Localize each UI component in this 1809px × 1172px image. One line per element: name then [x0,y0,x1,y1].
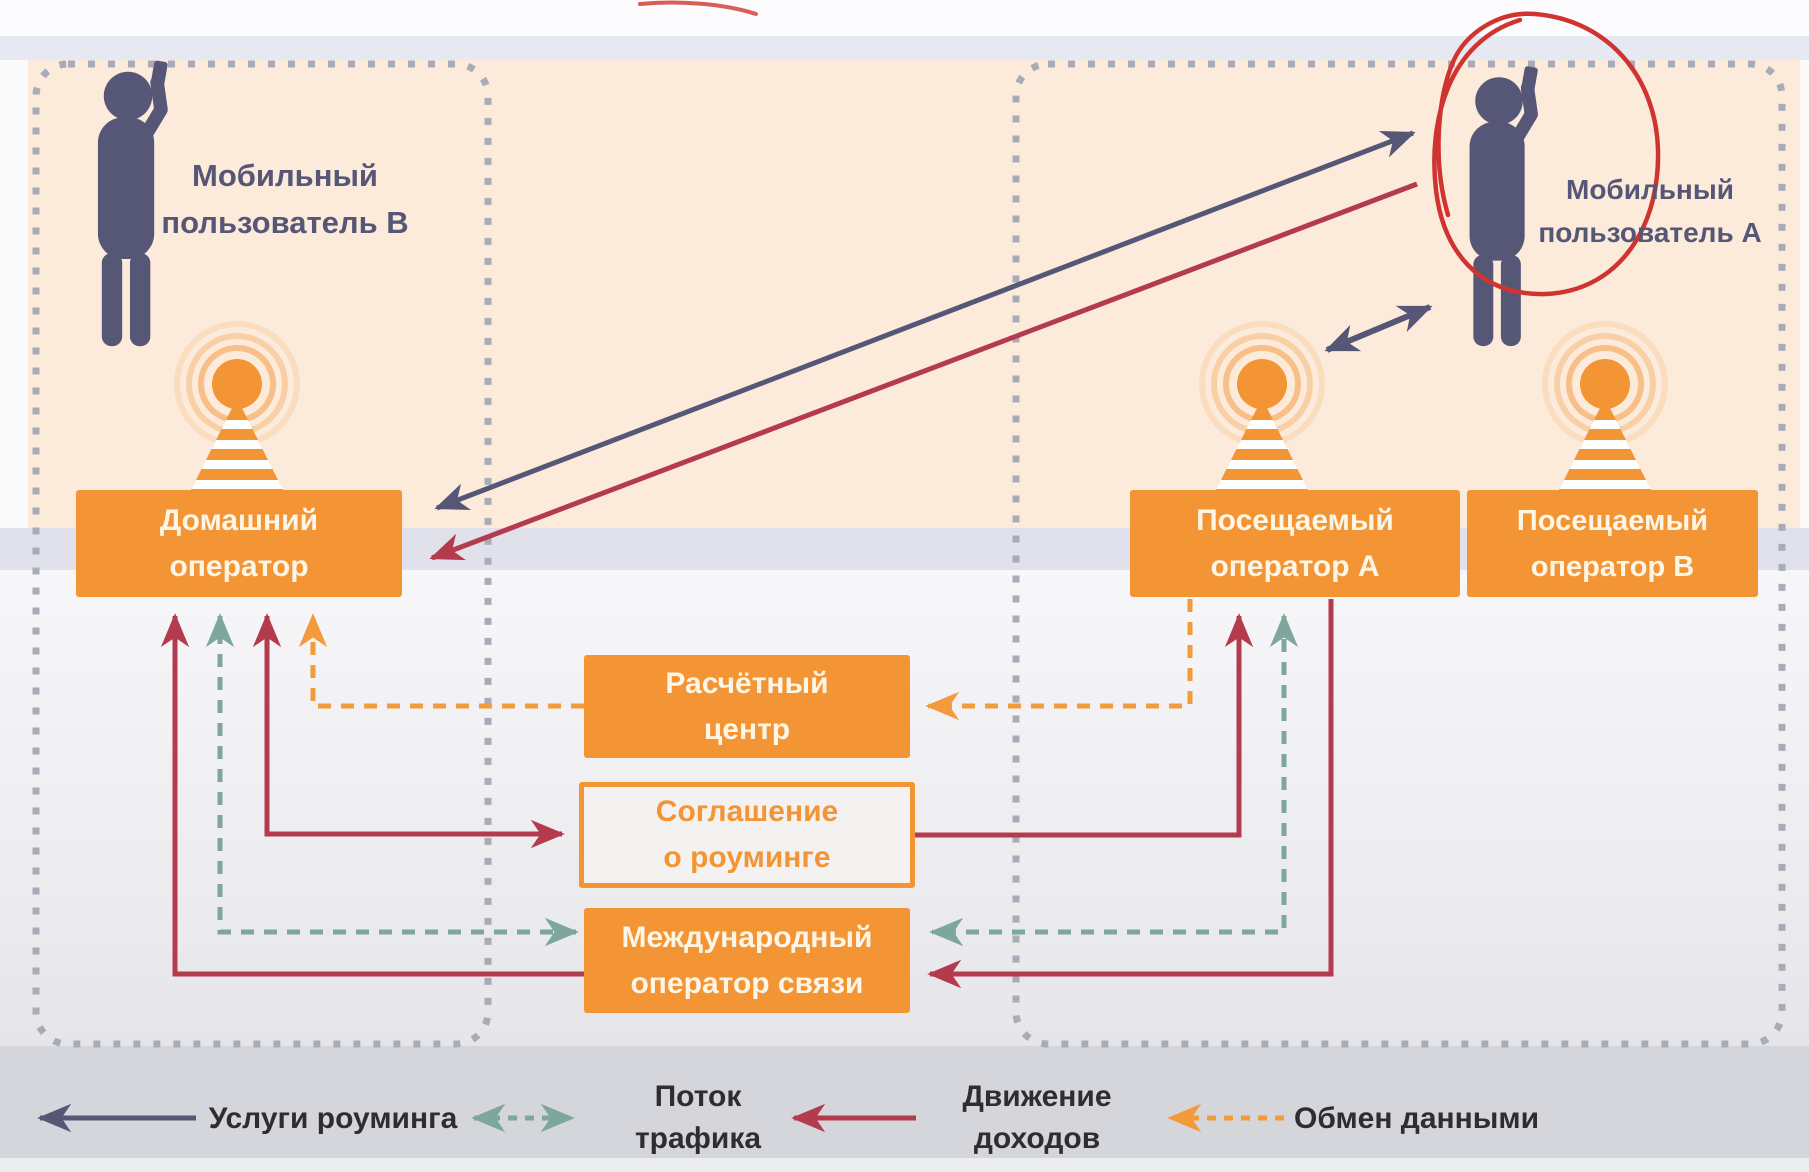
revenue-long-arrow [429,181,1418,561]
legend-traffic-flow-label: Поток трафика [600,1076,796,1160]
roaming-services-long-arrow [434,130,1416,511]
visited-carrier-traffic-arrow [929,613,1299,947]
visited-operator-a-box: Посещаемый оператор A [1130,490,1460,597]
clearing-center-label-line1: Расчётный [665,666,829,700]
visited-to-carrier-revenue-arrow [927,599,1334,989]
international-carrier-label-line1: Международный [621,920,873,954]
legend-roaming-services-label: Услуги роуминга [208,1102,458,1135]
roaming-agreement-label-line2: о роуминге [663,841,831,874]
region-borders [32,60,1786,1048]
legend-traffic-flow-line1: Поток [654,1080,742,1113]
home-operator-label-line2: оператор [169,549,309,583]
international-carrier-label-line2: оператор связи [630,966,864,1000]
cell-tower-visited-b-icon [1545,324,1665,490]
data-exchange-arrows [298,599,1193,721]
roaming-service-arrows [434,130,1433,511]
legend-data-exchange-label: Обмен данными [1294,1102,1540,1135]
legend-revenue-line1: Движение [962,1080,1112,1113]
mobile-user-a-label-line2: пользователь A [1538,217,1762,248]
mobile-user-a-label: Мобильный пользователь A [1500,168,1800,254]
bottom-strip [0,1158,1809,1172]
mobile-user-b-label: Мобильный пользователь B [135,152,435,246]
mobile-user-b-label-line1: Мобильный [192,158,378,193]
visited-to-clearing-data-arrow [925,599,1193,721]
international-carrier-box: Международный оператор связи [584,908,910,1013]
red-pen-stroke-top [638,0,758,16]
clearing-center-box: Расчётный центр [584,655,910,758]
home-operator-label-line1: Домашний [159,503,319,537]
visited-operator-a-label-line1: Посещаемый [1196,503,1394,537]
legend-traffic-flow-line2: трафика [634,1122,762,1155]
legend-revenue-label: Движение доходов [937,1076,1137,1160]
clearing-to-home-data-arrow [298,613,584,709]
carrier-to-home-revenue-arrow [160,613,584,977]
home-operator-box: Домашний оператор [76,490,402,597]
visited-operator-a-label-line2: оператор A [1210,549,1380,583]
visited-operator-b-label-line1: Посещаемый [1516,504,1709,537]
legend-band [0,1046,1809,1158]
roaming-agreement-box: Соглашение о роуминге [579,782,915,888]
cell-tower-visited-a-icon [1202,324,1322,490]
red-pen-annotations [638,0,1661,297]
red-pen-circle [1432,11,1661,297]
visited-operator-b-box: Посещаемый оператор B [1467,490,1758,597]
mobile-user-b-label-line2: пользователь B [161,205,409,240]
cell-tower-home-icon [177,324,297,490]
traffic-flow-arrows [205,613,1299,947]
roaming-agreement-label-line1: Соглашение [655,795,839,828]
visited-operator-b-label-line2: оператор B [1530,550,1695,583]
clearing-center-label-line2: центр [703,712,791,746]
legend-revenue-line2: доходов [973,1122,1101,1155]
home-carrier-traffic-arrow [205,613,579,947]
mobile-user-a-label-line1: Мобильный [1566,174,1734,205]
top-lavender-strip [0,36,1809,60]
tower-user-link-arrow [1324,304,1433,353]
home-region-border [32,60,492,1048]
